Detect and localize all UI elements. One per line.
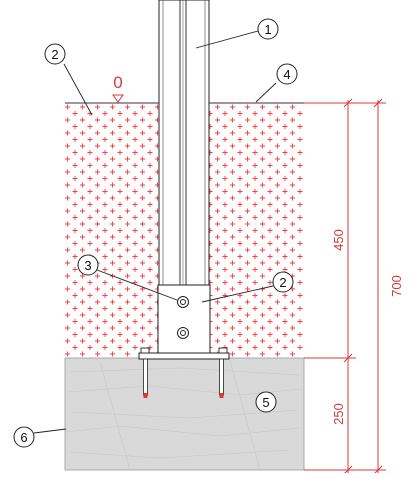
dimension-upper: 450	[331, 229, 346, 251]
callout-3: 3	[77, 254, 99, 276]
callout-6-label: 6	[20, 430, 27, 445]
anchor-bolt-left	[143, 358, 148, 396]
base-plate	[138, 352, 230, 360]
concrete-texture	[65, 359, 303, 471]
callout-1-label: 1	[264, 22, 271, 37]
callout-2-bracket-label: 2	[279, 275, 286, 290]
nut-right	[218, 347, 228, 354]
anchor-bolt-right-tip	[219, 393, 224, 398]
concrete-foundation	[64, 357, 305, 471]
base-bracket	[157, 284, 211, 354]
dimension-lower: 250	[331, 403, 346, 425]
callout-2-soil: 2	[44, 43, 66, 65]
soil-backfill-right	[209, 103, 304, 358]
bolt-upper-outer	[177, 296, 189, 308]
ground-level-label: 0	[113, 73, 122, 92]
callout-4-label: 4	[283, 67, 290, 82]
soil-backfill-left	[65, 103, 159, 358]
callout-2-bracket: 2	[272, 271, 294, 293]
steel-post	[158, 0, 210, 286]
callout-4: 4	[276, 63, 298, 85]
callout-5: 5	[255, 391, 277, 413]
anchor-bolt-right	[219, 358, 224, 396]
callout-3-label: 3	[84, 258, 91, 273]
dimension-total: 700	[389, 275, 404, 297]
callout-2-soil-label: 2	[51, 47, 58, 62]
bolt-lower-outer	[177, 327, 189, 339]
anchor-bolt-left-tip	[143, 393, 148, 398]
callout-1: 1	[257, 18, 279, 40]
callout-5-label: 5	[262, 395, 269, 410]
callout-leaders	[33, 30, 277, 434]
nut-left	[140, 347, 150, 354]
callout-6: 6	[13, 426, 35, 448]
bolt-lower-inner	[180, 330, 186, 336]
ground-level-marker	[112, 94, 124, 103]
bolt-upper-inner	[180, 299, 186, 305]
dimension-lines	[304, 98, 386, 475]
